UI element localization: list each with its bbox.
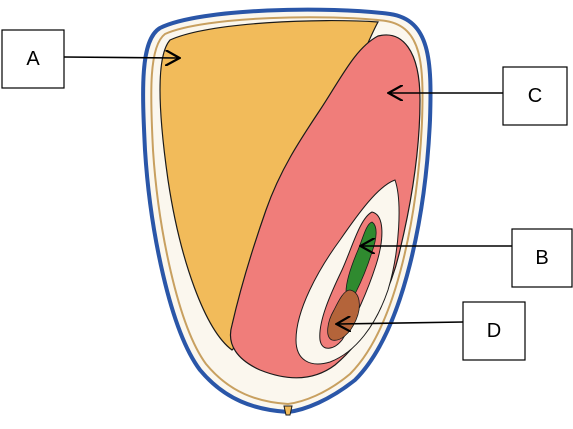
label-c: C (528, 85, 542, 107)
label-b: B (535, 247, 548, 269)
label-a: A (26, 48, 40, 70)
seed-tip (284, 406, 292, 415)
label-d: D (487, 320, 501, 342)
pointer-a (64, 57, 178, 58)
